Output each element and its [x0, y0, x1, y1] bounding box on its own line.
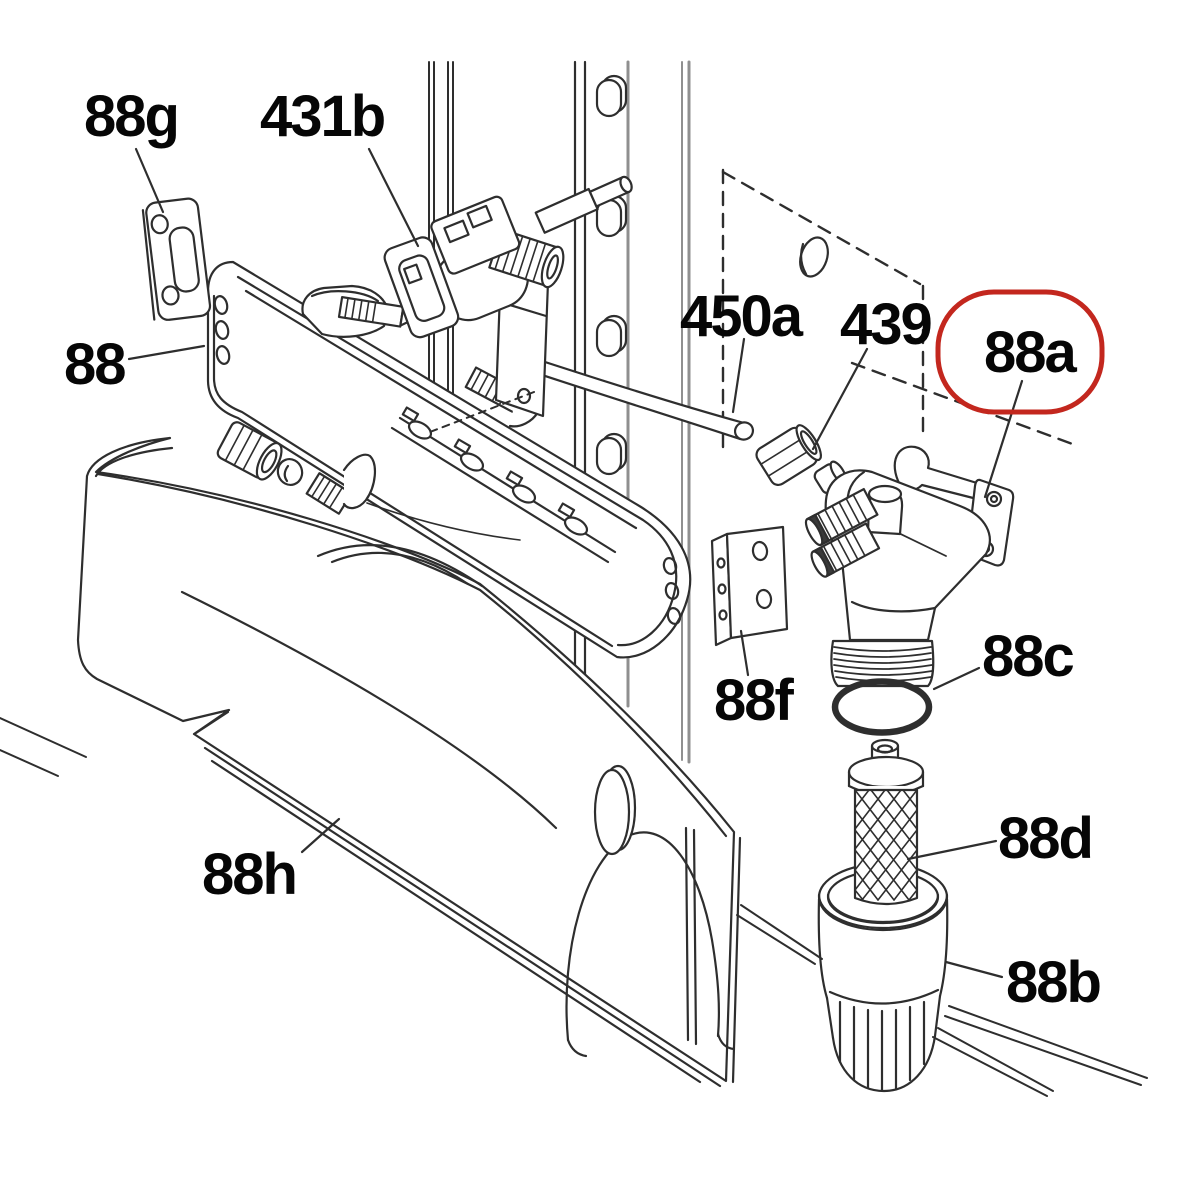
- panel-hole-edge: [799, 242, 808, 276]
- part-label-88: 88: [64, 332, 126, 397]
- leader-88c: [932, 666, 981, 691]
- leader-88g: [134, 147, 165, 214]
- tank-hardware: [216, 421, 521, 541]
- part-label-450a: 450a: [680, 284, 803, 349]
- part-88h-tank: [76, 436, 742, 1088]
- part-label-88b: 88b: [1006, 950, 1102, 1015]
- part-label-88d: 88d: [998, 806, 1094, 871]
- leader-88h: [300, 817, 341, 854]
- part-88d-filter: [847, 738, 925, 906]
- leader-88d: [906, 839, 998, 861]
- rail-slot: [595, 74, 628, 118]
- part-439-fittings: [755, 424, 848, 495]
- screw-bosses: [401, 406, 589, 536]
- leader-88a: [983, 379, 1024, 499]
- part-88c-oring: [831, 678, 933, 736]
- leader-88b: [944, 960, 1004, 979]
- leader-lines: [127, 147, 1024, 979]
- part-label-431b: 431b: [260, 84, 386, 149]
- filter-crosshatch: [854, 789, 918, 901]
- floor-rails-right: [932, 1005, 1148, 1097]
- part-label-88a: 88a: [984, 320, 1077, 385]
- cup-front-rim: [817, 893, 949, 930]
- part-label-439: 439: [840, 292, 933, 357]
- rail-slot: [595, 432, 628, 476]
- part-88-tray: [206, 260, 692, 659]
- part-label-88f: 88f: [714, 668, 794, 733]
- tank-slot: [593, 764, 637, 856]
- leader-88f: [739, 629, 750, 677]
- part-88f-bracket: [710, 525, 789, 647]
- leader-450a: [731, 337, 746, 414]
- part-label-88h: 88h: [202, 842, 298, 907]
- leader-439: [811, 347, 869, 451]
- part-label-88c: 88c: [982, 624, 1075, 689]
- floor-rails: [0, 717, 823, 965]
- rail-slot: [595, 314, 628, 358]
- part-88a-pump-head: [804, 445, 1015, 688]
- part-88g-plate: [141, 197, 212, 321]
- part-431b-valve: [383, 175, 633, 433]
- part-label-88g: 88g: [84, 84, 180, 149]
- highlight-oval-88a: [935, 289, 1105, 415]
- leader-88: [127, 344, 206, 361]
- leader-431b: [367, 147, 420, 248]
